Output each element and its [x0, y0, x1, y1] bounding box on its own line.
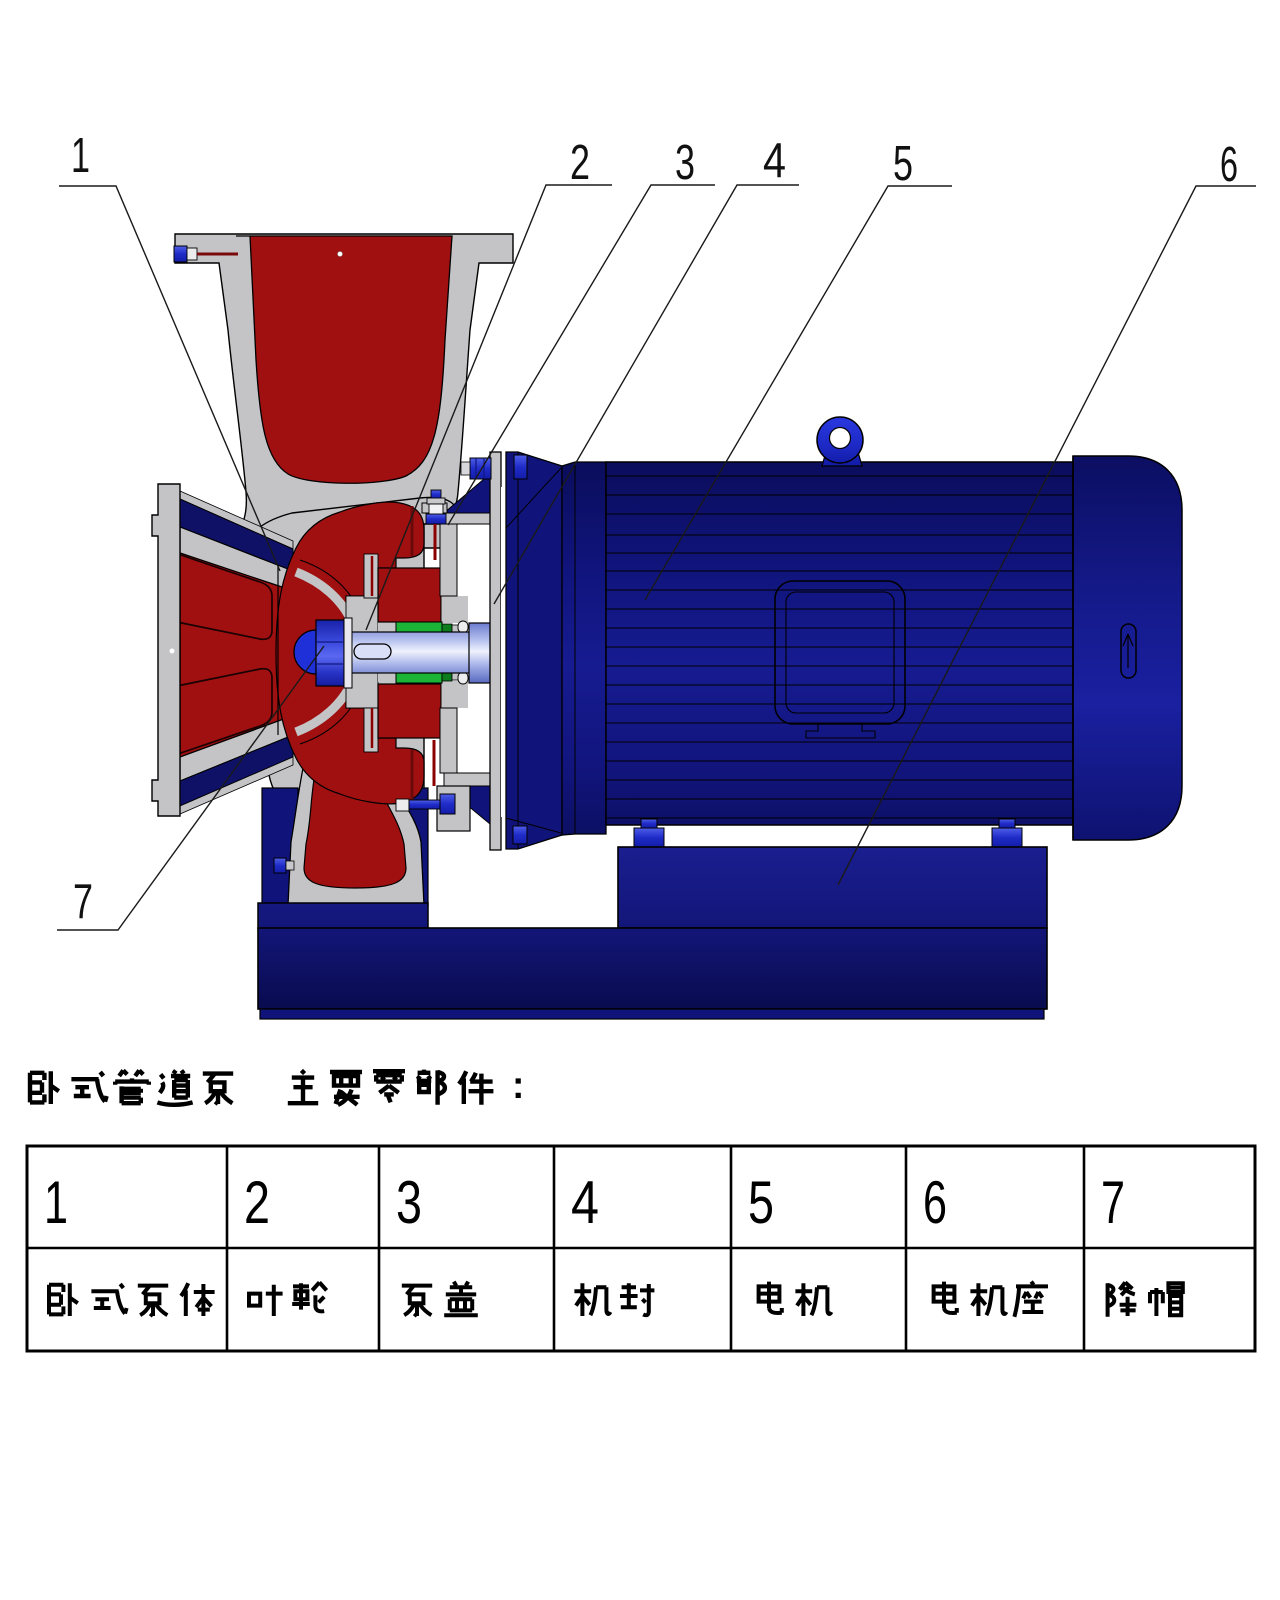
svg-text:5: 5: [893, 137, 913, 191]
svg-text:1: 1: [71, 129, 90, 183]
svg-text:4: 4: [571, 1169, 599, 1236]
svg-text:6: 6: [1220, 138, 1238, 192]
svg-text:7: 7: [73, 875, 93, 929]
svg-text:7: 7: [1101, 1169, 1125, 1236]
svg-text:2: 2: [570, 136, 590, 190]
svg-text:4: 4: [763, 134, 786, 188]
svg-text:3: 3: [396, 1169, 422, 1236]
svg-text:5: 5: [748, 1169, 774, 1236]
svg-text:3: 3: [675, 136, 695, 190]
svg-text:6: 6: [923, 1169, 947, 1236]
svg-text:2: 2: [244, 1169, 270, 1236]
svg-text:1: 1: [44, 1169, 68, 1236]
